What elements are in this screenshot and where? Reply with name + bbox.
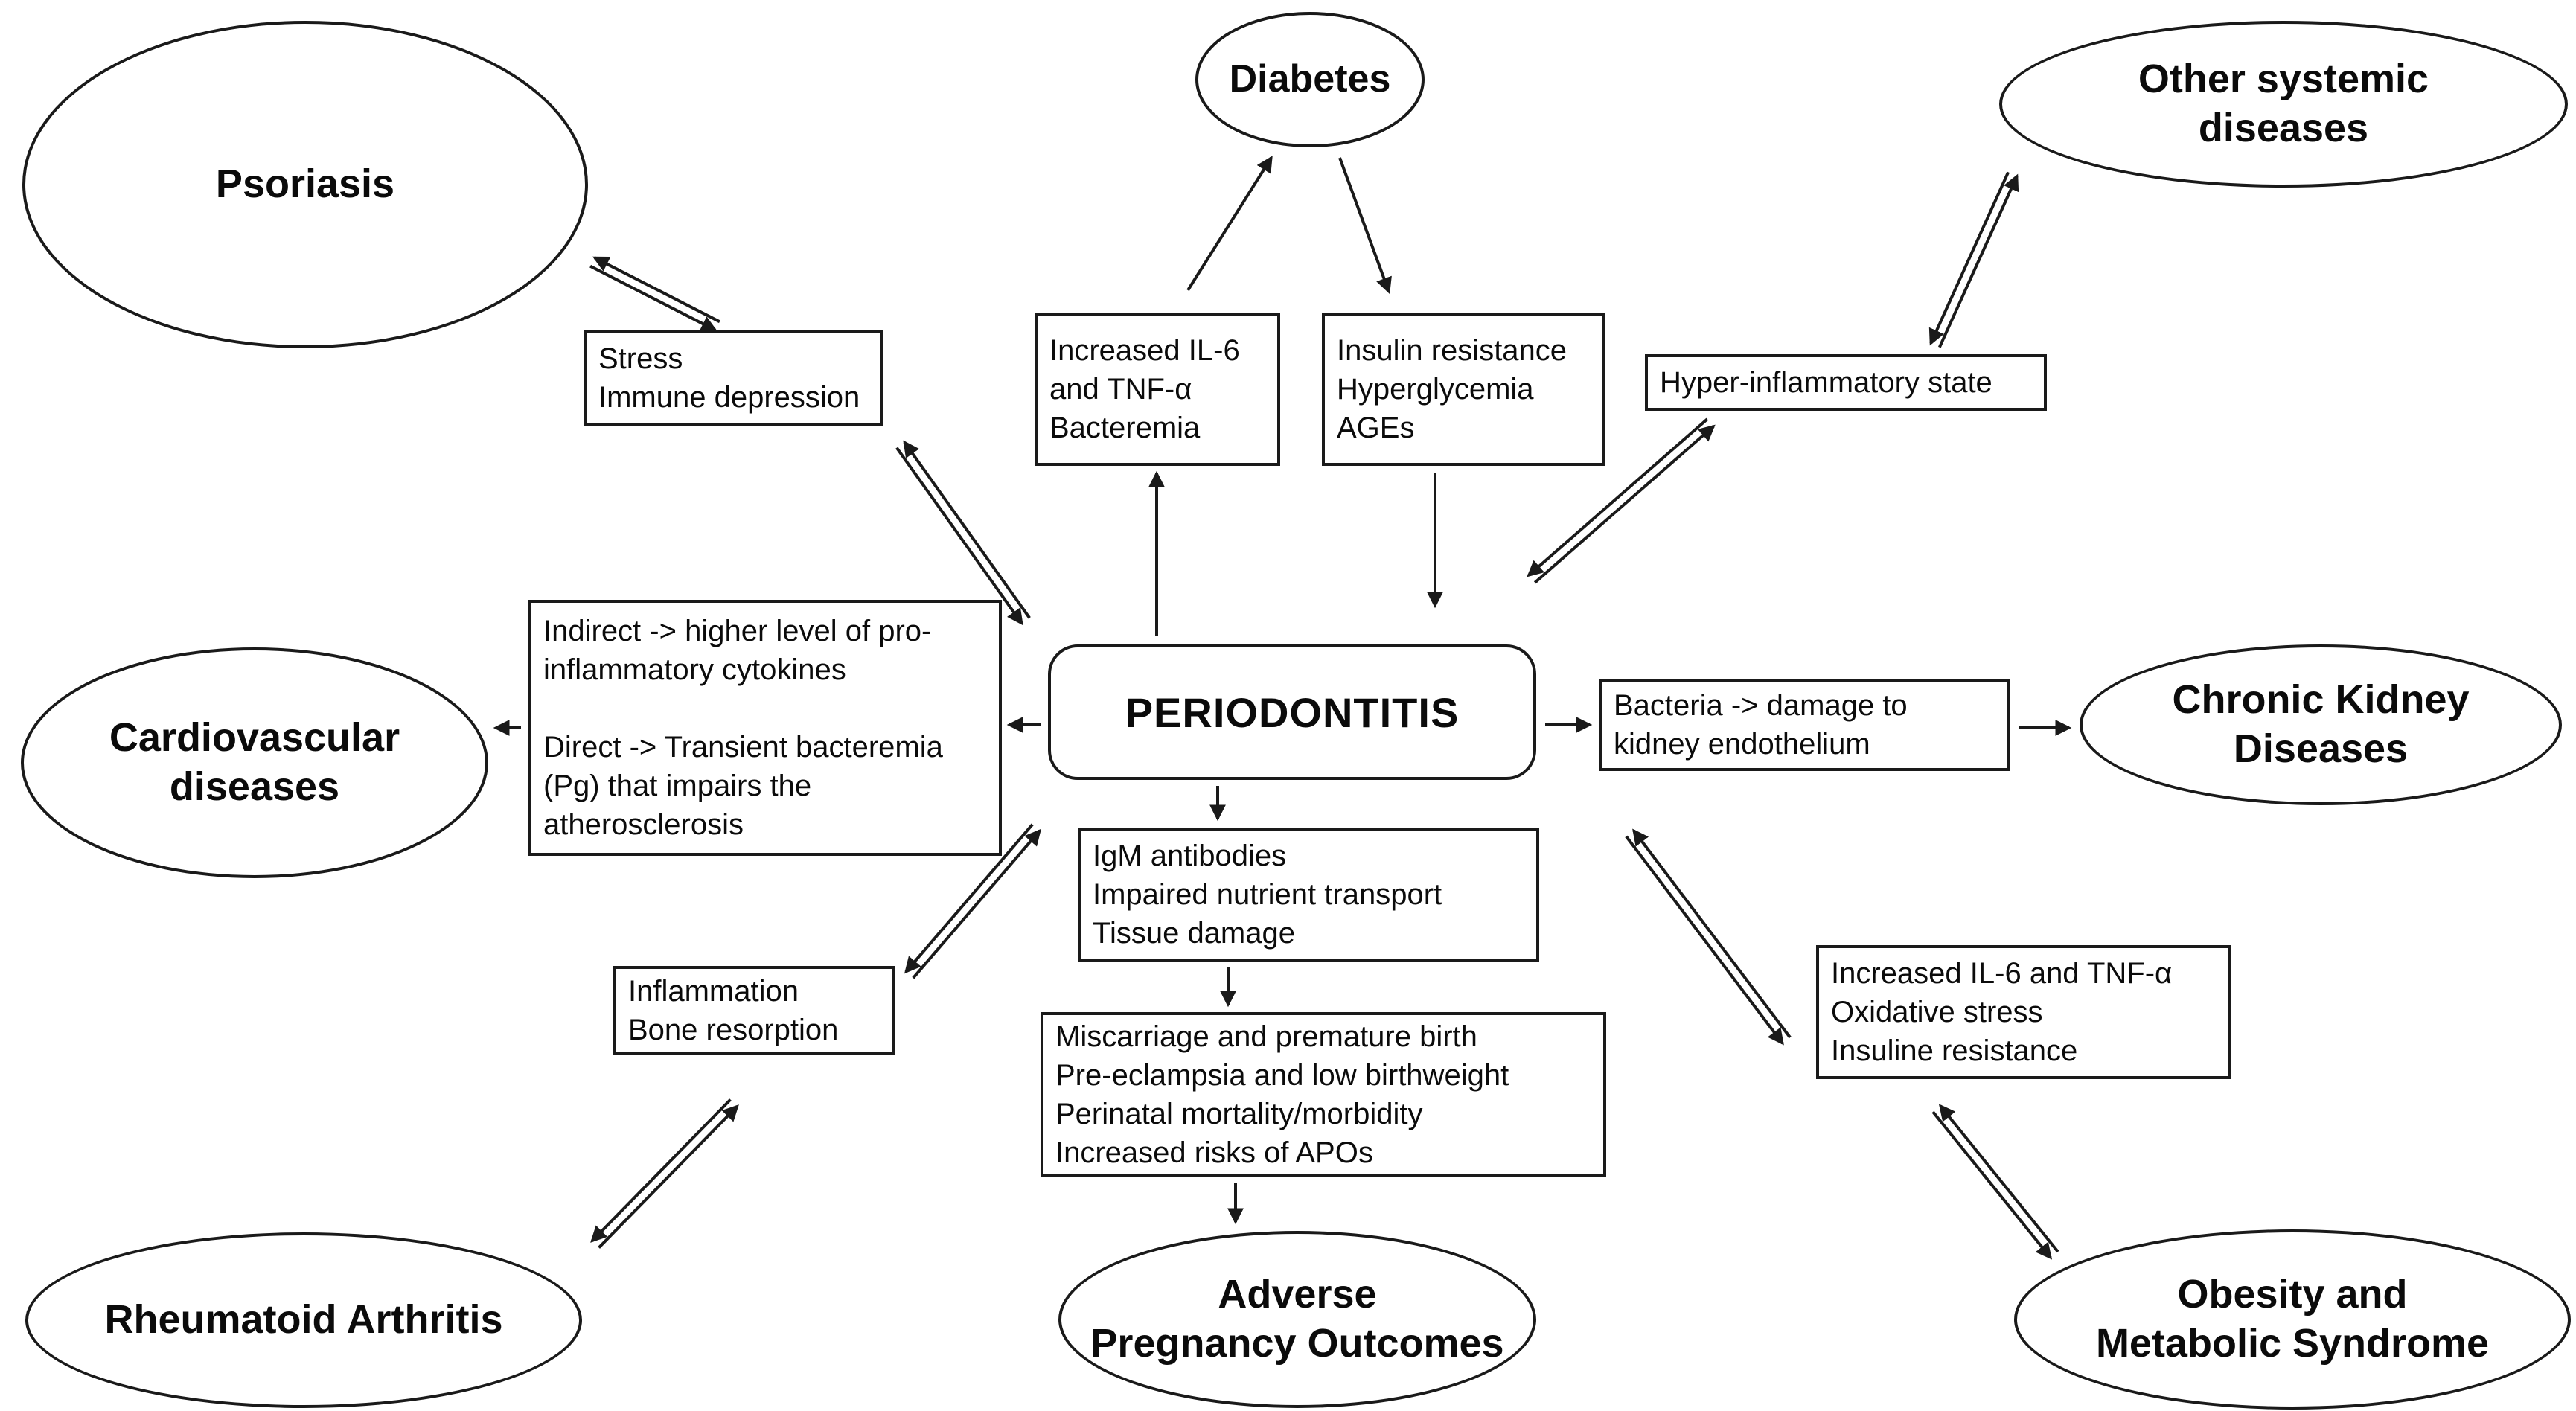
arrow-obesitybox-obesity-bidirectional (1931, 1104, 2059, 1260)
box-hyper-inflammatory-text: Hyper-inflammatory state (1660, 366, 1992, 399)
box-kidney-mechanism: Bacteria -> damage to kidney endothelium (1599, 679, 2010, 771)
node-cardiovascular-label: Cardiovascular diseases (109, 715, 400, 809)
node-other-systemic-diseases: Other systemic diseases (1999, 21, 2568, 188)
box-pregnancy-mechanism-text: IgM antibodies Impaired nutrient transpo… (1093, 839, 1442, 950)
node-rheumatoid-arthritis: Rheumatoid Arthritis (25, 1232, 582, 1408)
box-obesity-mechanism: Increased IL-6 and TNF-α Oxidative stres… (1816, 945, 2231, 1079)
arrow-rheumatoid-inflammation-bidirectional (590, 1098, 739, 1249)
box-obesity-mechanism-text: Increased IL-6 and TNF-α Oxidative stres… (1831, 957, 2173, 1067)
node-psoriasis: Psoriasis (22, 21, 588, 348)
box-kidney-mechanism-text: Bacteria -> damage to kidney endothelium (1614, 689, 1908, 761)
box-increased-il6-bacteremia-text: Increased IL-6 and TNF-α Bacteremia (1049, 334, 1240, 444)
arrow-hyperinflammatory-othersystemic-bidirectional (1928, 171, 2019, 348)
node-adverse-pregnancy-outcomes: Adverse Pregnancy Outcomes (1058, 1231, 1536, 1408)
arrow-periodontitis-hyperinflammatory-bidirectional (1527, 417, 1716, 584)
node-adverse-pregnancy-label: Adverse Pregnancy Outcomes (1090, 1272, 1504, 1366)
node-periodontitis: PERIODONTITIS (1048, 644, 1536, 780)
box-cardio-mechanism: Indirect -> higher level of pro- inflamm… (528, 600, 1002, 856)
node-diabetes-label: Diabetes (1229, 57, 1391, 101)
node-other-systemic-label: Other systemic diseases (2138, 57, 2429, 150)
box-insulin-resistance-text: Insulin resistance Hyperglycemia AGEs (1337, 334, 1567, 444)
box-stress-immune-depression: Stress Immune depression (584, 330, 883, 426)
box-inflammation-bone-resorption: Inflammation Bone resorption (613, 966, 895, 1055)
node-periodontitis-label: PERIODONTITIS (1125, 688, 1460, 736)
box-increased-il6-bacteremia: Increased IL-6 and TNF-α Bacteremia (1035, 313, 1280, 466)
box-insulin-resistance-ages: Insulin resistance Hyperglycemia AGEs (1322, 313, 1605, 466)
box-inflammation-text: Inflammation Bone resorption (628, 975, 839, 1046)
arrow-inflammation-periodontitis-bidirectional (904, 823, 1042, 979)
arrow-diabetes-to-insulin-box (1338, 157, 1392, 295)
box-pregnancy-mechanism: IgM antibodies Impaired nutrient transpo… (1078, 828, 1539, 962)
box-pregnancy-outcomes-text: Miscarriage and premature birth Pre-ecla… (1055, 1020, 1509, 1169)
box-pregnancy-outcomes-list: Miscarriage and premature birth Pre-ecla… (1041, 1012, 1606, 1177)
arrow-periodontitis-obesitybox-bidirectional (1625, 828, 1792, 1046)
node-obesity-label: Obesity and Metabolic Syndrome (2095, 1272, 2490, 1366)
arrow-il6-box-to-diabetes (1186, 156, 1273, 292)
node-chronic-kidney-diseases: Chronic Kidney Diseases (2080, 644, 2562, 805)
box-cardio-mechanism-text: Indirect -> higher level of pro- inflamm… (543, 615, 943, 841)
box-stress-text: Stress Immune depression (598, 342, 860, 414)
arrow-psoriasis-stress-bidirectional (589, 256, 720, 332)
node-chronic-kidney-label: Chronic Kidney Diseases (2172, 677, 2470, 771)
node-obesity-metabolic-syndrome: Obesity and Metabolic Syndrome (2014, 1229, 2571, 1410)
node-rheumatoid-label: Rheumatoid Arthritis (104, 1297, 503, 1343)
node-psoriasis-label: Psoriasis (215, 161, 395, 207)
box-hyper-inflammatory-state: Hyper-inflammatory state (1645, 354, 2047, 411)
node-cardiovascular-diseases: Cardiovascular diseases (21, 647, 488, 878)
node-diabetes: Diabetes (1195, 12, 1425, 147)
arrow-stress-periodontitis-bidirectional (895, 440, 1031, 626)
